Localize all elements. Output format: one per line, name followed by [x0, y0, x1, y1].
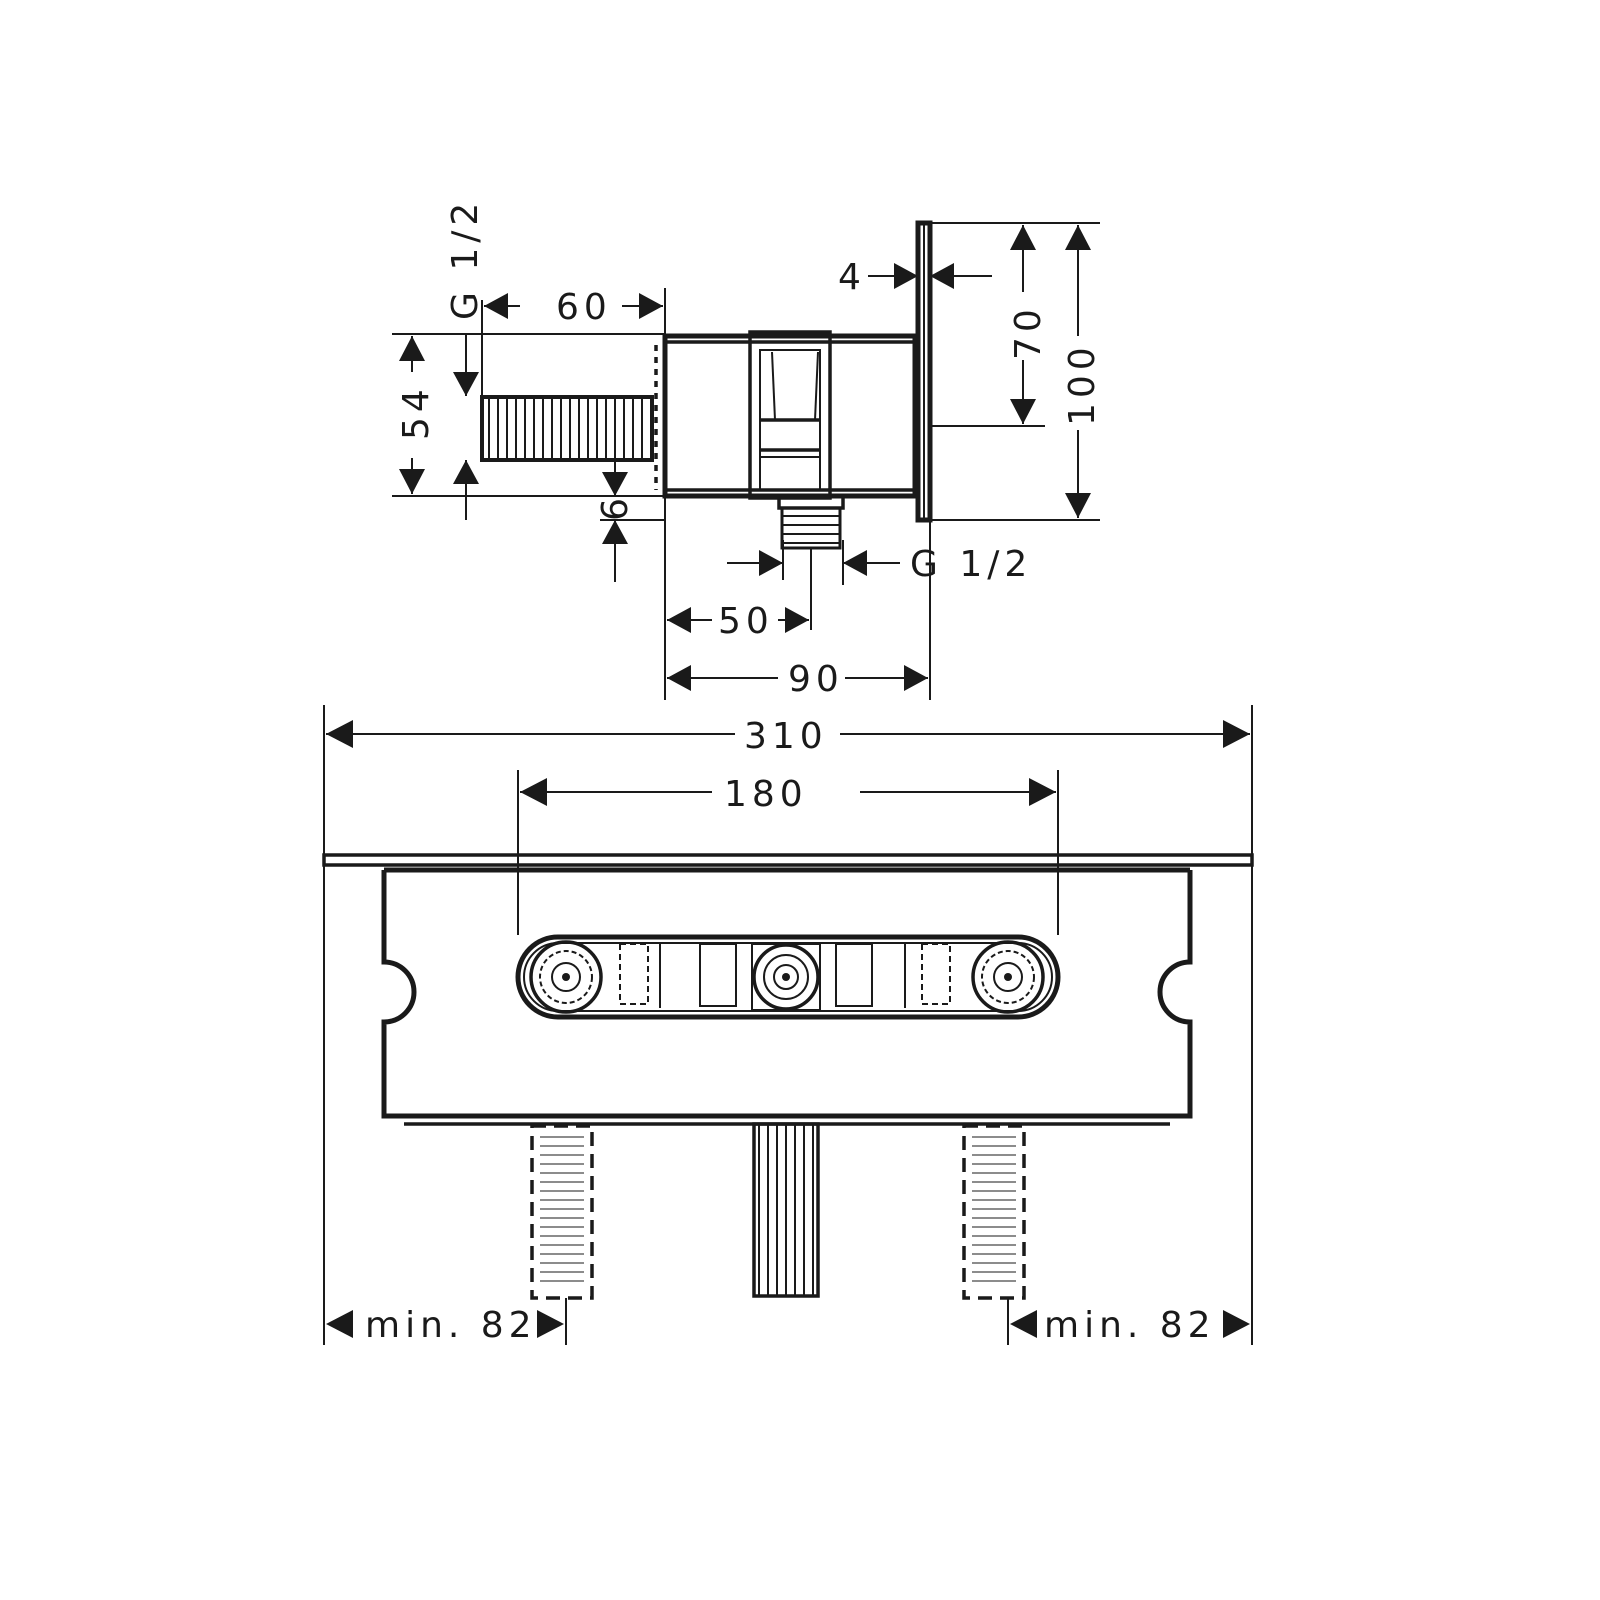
inlet-pipe	[480, 395, 654, 462]
dim-height: 54	[396, 384, 437, 440]
inlet-left	[530, 1124, 594, 1300]
valve-housing	[515, 934, 1061, 1020]
dim-spacing: 180	[724, 774, 808, 815]
cover-plate	[322, 853, 1254, 867]
dim-min-right: min. 82	[1044, 1305, 1216, 1346]
thread-label-left: G 1/2	[445, 198, 486, 320]
dim-center: 50	[718, 601, 774, 642]
dim-inner: 70	[1008, 304, 1049, 360]
dim-outer: 100	[1062, 342, 1103, 426]
body-outline	[662, 333, 918, 499]
dim-width: 310	[744, 716, 828, 757]
valve-center	[751, 943, 821, 1011]
dim-plate: 4	[838, 257, 866, 298]
outlet-thread	[780, 506, 842, 550]
dim-total: 90	[788, 659, 844, 700]
side-view: 60 G 1/2 54 9 4 70 1	[392, 198, 1103, 700]
valve-body	[748, 330, 832, 500]
box-outline	[381, 870, 1193, 1119]
outlet-pipe	[752, 1122, 820, 1298]
dim-depth: 60	[556, 287, 612, 328]
dim-offset: 9	[592, 498, 633, 526]
inlet-right	[962, 1124, 1026, 1300]
valve-right	[971, 940, 1045, 1014]
valve-left	[529, 940, 603, 1014]
thread-label-bottom: G 1/2	[910, 544, 1032, 585]
front-view: 310 180 min. 82 min. 82	[322, 705, 1254, 1346]
dim-min-left: min. 82	[365, 1305, 537, 1346]
